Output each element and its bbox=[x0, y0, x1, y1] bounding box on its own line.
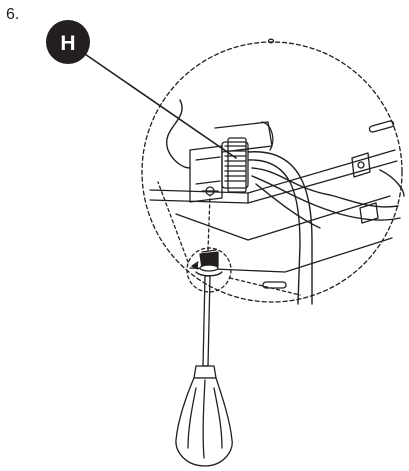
callout-badge bbox=[46, 20, 90, 64]
mounting-plate bbox=[149, 38, 398, 289]
top-mounting-hole bbox=[267, 38, 275, 44]
magnified-detail-circle bbox=[141, 41, 403, 303]
set-screw bbox=[199, 249, 219, 272]
callout-label: H bbox=[60, 32, 75, 55]
step-number: 6. bbox=[6, 6, 20, 23]
slot-upper-right bbox=[368, 120, 395, 133]
cable-gland bbox=[221, 137, 249, 193]
rotation-arrow bbox=[195, 271, 223, 277]
slot-lower bbox=[262, 281, 287, 289]
zoom-line-left bbox=[157, 181, 189, 263]
cable-bracket bbox=[189, 121, 274, 203]
callout-leader-line bbox=[81, 51, 237, 159]
screw-alignment-line bbox=[207, 195, 211, 251]
screwdriver bbox=[175, 275, 233, 467]
cables bbox=[165, 99, 405, 305]
zoom-line-right bbox=[229, 277, 301, 296]
